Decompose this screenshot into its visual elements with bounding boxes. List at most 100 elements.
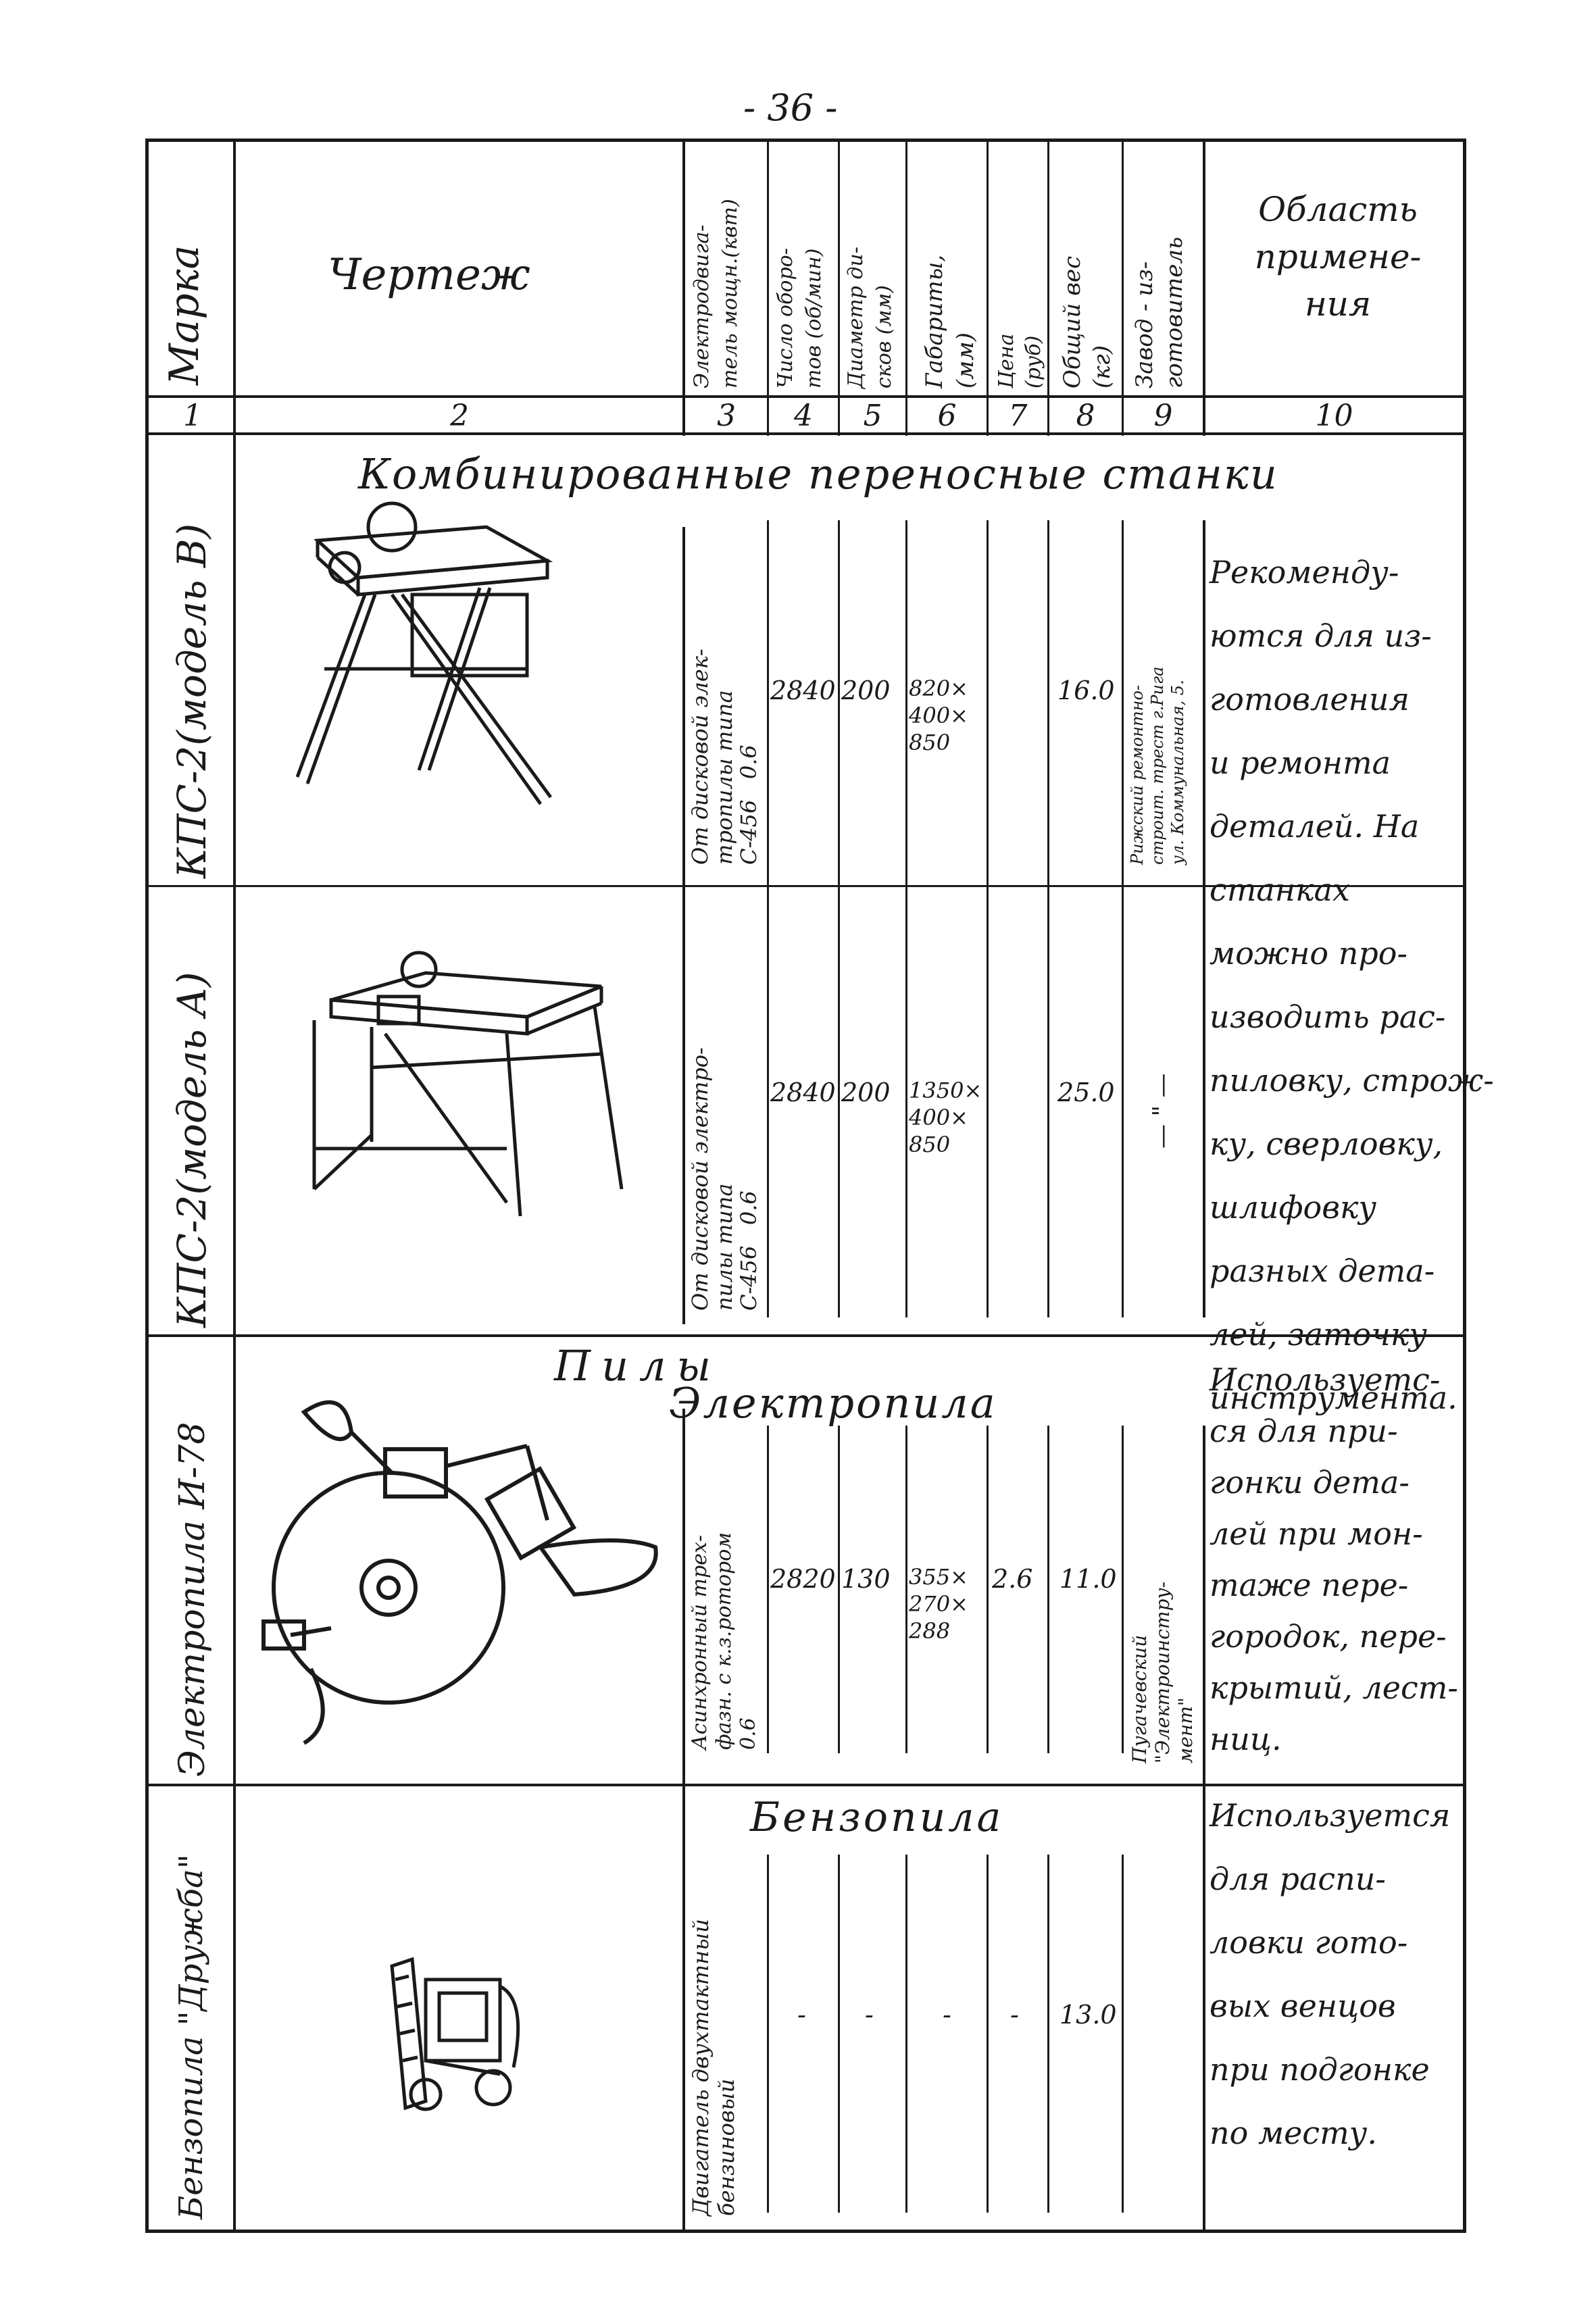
colnum-3: 3: [717, 399, 736, 433]
col6-right-line-r4: [987, 1855, 989, 2213]
row1-dim-2: 400×: [909, 703, 968, 728]
app-line: и ремонта: [1210, 745, 1391, 781]
app-line: ся для при-: [1210, 1413, 1398, 1449]
row3-mark: Электропила И-78: [172, 1422, 213, 1777]
col3-right-line-r4: [767, 1855, 769, 2213]
app-line: вых венцов: [1210, 1988, 1396, 2024]
app-line: можно про-: [1210, 935, 1408, 972]
app-line: изводить рас-: [1210, 999, 1446, 1035]
colnum-7: 7: [1008, 399, 1028, 433]
header-price: Цена (руб): [995, 333, 1045, 388]
row1-manufacturer: Рижский ремонтно- строит. трест г.Рига у…: [1128, 666, 1187, 865]
app-line: Используется: [1210, 1797, 1451, 1834]
row2-bottom-line: [145, 1334, 1466, 1337]
app-line: гонки дета-: [1210, 1464, 1410, 1501]
col5-right-line-r4: [905, 1855, 907, 2213]
row1-disk: 200: [841, 676, 891, 705]
row1-bottom-line: [145, 885, 1466, 887]
app-line: Рекоменду-: [1210, 554, 1399, 590]
section-gas-saw: Бензопила: [750, 1794, 1004, 1841]
table-right-border: [1463, 139, 1466, 2233]
table-left-border: [145, 139, 149, 2233]
row2-weight: 25.0: [1057, 1078, 1115, 1107]
app-line: готовления: [1210, 681, 1410, 718]
row2-mark: КПС-2(модель А): [169, 972, 215, 1328]
row2-dim-1: 1350×: [909, 1078, 982, 1103]
header-application: Область примене- ния: [1254, 190, 1422, 324]
col9-right-line-r12: [1203, 520, 1205, 1317]
app-line: таже пере-: [1210, 1567, 1409, 1603]
col7-right-line-r3: [1047, 1426, 1049, 1753]
row4-dims: -: [943, 2000, 951, 2030]
row3-manufacturer: Пугачевский "Электроинстру- мент": [1128, 1581, 1197, 1763]
row2-disk: 200: [841, 1078, 891, 1107]
page-number: - 36 -: [743, 86, 838, 129]
header-manufacturer: Завод - из- готовитель: [1131, 236, 1188, 388]
section-saws: Пилы: [554, 1341, 722, 1390]
col4-right-line-r12: [838, 520, 840, 1317]
col7-right-line-r12: [1047, 520, 1049, 1317]
col8-right-line-head: [1122, 139, 1124, 436]
row1-mark: КПС-2(модель В): [169, 523, 215, 878]
col7-right-line-head: [1047, 139, 1049, 436]
drawing-kps2-model-a: [312, 951, 624, 1217]
table-bottom-border: [145, 2230, 1466, 2233]
app-line: для распи-: [1210, 1861, 1386, 1897]
col2-right-line-r34: [682, 1409, 685, 2230]
col4-right-line-r4: [838, 1855, 840, 2213]
app-line: крытий, лест-: [1210, 1669, 1458, 1706]
row4-disk: -: [865, 2000, 874, 2030]
header-rpm: Число оборо- тов (об/мин): [774, 248, 826, 388]
header-weight: Общий вес (кг): [1059, 255, 1116, 388]
col3-right-line-head: [767, 139, 769, 436]
row2-motor: От дисковой электро- пилы типа С-456 0.6: [687, 1047, 762, 1311]
colnum-5: 5: [863, 399, 882, 433]
section-electric-saw: Электропила: [669, 1378, 997, 1428]
row4-price: -: [1010, 2000, 1019, 2030]
row1-rpm: 2840: [770, 676, 836, 705]
col8-right-line-r3: [1122, 1426, 1124, 1753]
row3-price: 2.6: [992, 1564, 1033, 1594]
colnum-6: 6: [937, 399, 957, 433]
drawing-kps2-model-b: [295, 501, 553, 805]
colnum-9: 9: [1153, 399, 1173, 433]
table-top-border: [145, 139, 1466, 142]
header-bottom-line: [145, 395, 1466, 398]
col2-right-line-r12: [682, 527, 685, 1324]
col3-right-line-r3: [767, 1426, 769, 1753]
col8-right-line-r12: [1122, 520, 1124, 1317]
app-line: станках: [1210, 872, 1350, 908]
app-line: деталей. На: [1210, 808, 1420, 845]
row3-weight: 11.0: [1059, 1564, 1117, 1594]
app-line: пиловку, строж-: [1210, 1062, 1494, 1099]
application-gas: Используется для распи- ловки гото- вых …: [1210, 1797, 1450, 2178]
app-line: городок, пере-: [1210, 1618, 1447, 1655]
row4-weight: 13.0: [1059, 2000, 1117, 2030]
row3-bottom-line: [145, 1784, 1466, 1786]
col6-right-line-r3: [987, 1426, 989, 1753]
row3-dim-3: 288: [909, 1618, 951, 1644]
col2-right-line-head: [682, 139, 685, 436]
col4-right-line-r3: [838, 1426, 840, 1753]
app-line: при подгонке: [1210, 2051, 1430, 2088]
app-line: лей, заточку: [1210, 1316, 1427, 1353]
colnum-4: 4: [794, 399, 813, 433]
header-motor: Электродвига- тель мощн.(квт): [690, 199, 742, 388]
row4-rpm: -: [797, 2000, 806, 2030]
app-line: ются для из-: [1210, 618, 1432, 654]
col6-right-line-head: [987, 139, 989, 436]
row1-weight: 16.0: [1057, 676, 1115, 705]
col6-right-line-r12: [987, 520, 989, 1317]
col7-right-line-r4: [1047, 1855, 1049, 2213]
header-mark: Марка: [161, 245, 208, 385]
row3-motor: Асинхронный трех- фазн. с к.з.ротором 0.…: [688, 1532, 760, 1750]
row2-manufacturer: — " —: [1149, 1073, 1176, 1149]
header-disk: Диаметр ди- сков (мм): [844, 247, 896, 388]
col4-right-line-head: [838, 139, 840, 436]
colnum-8: 8: [1076, 399, 1095, 433]
row3-dim-1: 355×: [909, 1564, 968, 1590]
drawing-electric-saw: [261, 1400, 658, 1745]
col8-right-line-r4: [1122, 1855, 1124, 2213]
row2-dim-3: 850: [909, 1132, 951, 1157]
app-line: шлифовку: [1210, 1189, 1377, 1226]
